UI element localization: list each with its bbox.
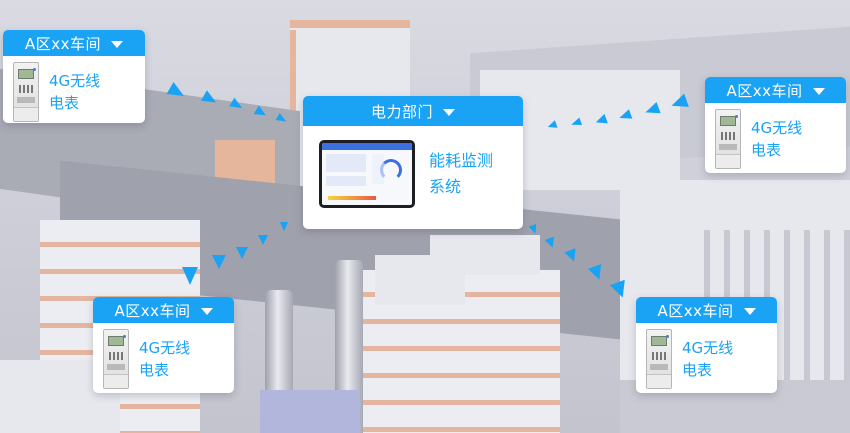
- electric-meter-icon: [646, 329, 672, 389]
- meter-type-label: 4G无线: [139, 339, 191, 357]
- meter-type-label: 4G无线: [49, 72, 101, 90]
- meter-card-top-right[interactable]: A区xx车间 4G无线 电表: [705, 77, 846, 173]
- caret-down-icon[interactable]: [200, 307, 213, 315]
- caret-down-icon[interactable]: [443, 108, 455, 116]
- meter-name-label: 电表: [49, 94, 80, 112]
- caret-down-icon[interactable]: [111, 40, 123, 48]
- tower-trim: [290, 20, 410, 28]
- blue-annex: [260, 390, 360, 433]
- department-label: 电力部门: [370, 102, 433, 121]
- data-flow-arrow: [258, 235, 268, 245]
- meter-type-label: 4G无线: [682, 339, 734, 357]
- meter-card-header[interactable]: A区xx车间: [636, 297, 777, 323]
- electric-meter-icon: [715, 109, 741, 169]
- data-flow-arrow: [212, 255, 226, 269]
- data-flow-arrow: [182, 267, 198, 285]
- meter-card-bottom-right[interactable]: A区xx车间 4G无线 电表: [636, 297, 777, 393]
- meter-description: 4G无线 电表: [49, 70, 100, 114]
- data-flow-arrow: [280, 222, 288, 231]
- electric-meter-icon: [103, 329, 129, 389]
- data-flow-arrow: [236, 247, 248, 259]
- system-description: 能耗监测 系统: [429, 148, 493, 200]
- caret-down-icon[interactable]: [812, 87, 825, 95]
- meter-name-label: 电表: [751, 141, 782, 159]
- meter-type-label: 4G无线: [751, 119, 803, 137]
- system-name-line1: 能耗监测: [429, 151, 494, 170]
- meter-name-label: 电表: [682, 361, 713, 379]
- energy-system-card[interactable]: 电力部门 能耗监测 系统: [303, 96, 523, 229]
- electric-meter-icon: [13, 62, 39, 122]
- meter-description: 4G无线 电表: [751, 117, 802, 161]
- system-name-line2: 系统: [429, 177, 462, 196]
- meter-card-bottom-left[interactable]: A区xx车间 4G无线 电表: [93, 297, 234, 393]
- workshop-label: A区xx车间: [726, 81, 803, 100]
- workshop-label: A区xx车间: [114, 301, 191, 320]
- rooftop-unit: [430, 235, 540, 275]
- meter-name-label: 电表: [139, 361, 170, 379]
- caret-down-icon[interactable]: [743, 307, 756, 315]
- meter-description: 4G无线 电表: [682, 337, 733, 381]
- workshop-label: A区xx车间: [24, 34, 101, 53]
- meter-card-top-left[interactable]: A区xx车间 4G无线 电表: [3, 30, 145, 123]
- meter-card-header[interactable]: A区xx车间: [3, 30, 145, 56]
- meter-card-header[interactable]: A区xx车间: [705, 77, 846, 103]
- workshop-label: A区xx车间: [657, 301, 734, 320]
- department-header[interactable]: 电力部门: [303, 96, 523, 126]
- meter-description: 4G无线 电表: [139, 337, 190, 381]
- dashboard-tablet-thumbnail: [319, 140, 415, 208]
- meter-card-header[interactable]: A区xx车间: [93, 297, 234, 323]
